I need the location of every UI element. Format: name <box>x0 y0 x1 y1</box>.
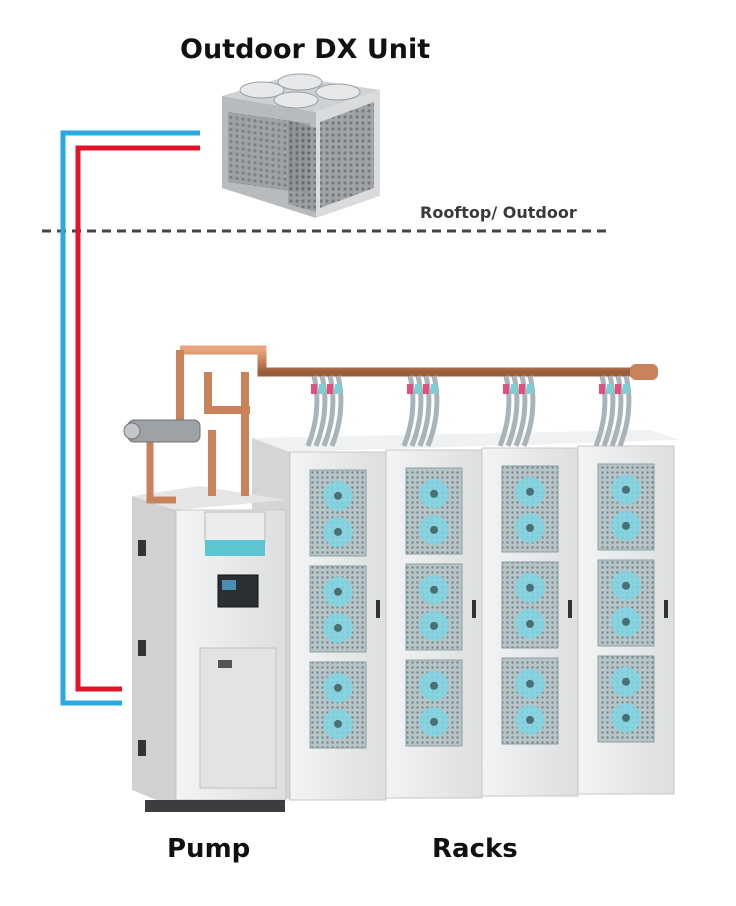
rack-handle <box>472 600 476 618</box>
fan-hub-icon <box>334 623 342 632</box>
hose-connector <box>327 384 333 394</box>
outdoor-dx-unit <box>222 73 380 218</box>
hose-connector <box>311 384 317 394</box>
hose-connector <box>615 384 621 394</box>
coolant-hose <box>401 375 416 447</box>
fan-hub-icon <box>526 523 534 532</box>
rooftop-zone-label: Rooftop/ Outdoor <box>420 203 577 222</box>
fan-hub-icon <box>430 717 438 726</box>
fan-hub-icon <box>622 485 630 494</box>
hose-connector <box>527 384 533 394</box>
fan-hub-icon <box>430 525 438 534</box>
coolant-hose <box>601 375 616 447</box>
rack-handle <box>568 600 572 618</box>
coolant-hose <box>425 375 440 447</box>
fan-hub-icon <box>622 617 630 626</box>
hose-connector <box>423 384 429 394</box>
fan-hub-icon <box>334 719 342 728</box>
coolant-hose <box>417 375 432 447</box>
fan-hub-icon <box>526 679 534 688</box>
fan-hub-icon <box>430 489 438 498</box>
hose-connector <box>335 384 341 394</box>
fan-hub-icon <box>526 715 534 724</box>
fan-hub-icon <box>622 713 630 722</box>
hose-connector <box>607 384 613 394</box>
coolant-hose <box>497 375 512 447</box>
coolant-hose <box>593 375 608 447</box>
outdoor-unit-label: Outdoor DX Unit <box>180 34 431 65</box>
coolant-hose <box>521 375 536 447</box>
hose-connector <box>431 384 437 394</box>
coolant-hose <box>609 375 624 447</box>
hose-connector <box>623 384 629 394</box>
coolant-hose <box>409 375 424 447</box>
rack-handle <box>376 600 380 618</box>
pump-label: Pump <box>167 834 251 864</box>
fan-hub-icon <box>622 521 630 530</box>
fan-hub-icon <box>430 585 438 594</box>
fan-hub-icon <box>526 487 534 496</box>
hose-connector <box>503 384 509 394</box>
coolant-hose <box>617 375 632 447</box>
hose-connector <box>415 384 421 394</box>
coolant-hose <box>329 375 344 447</box>
racks-label: Racks <box>432 834 518 864</box>
coolant-hose <box>505 375 520 447</box>
rack-handle <box>664 600 668 618</box>
coolant-hose <box>513 375 528 447</box>
copper-piping <box>123 345 658 504</box>
fan-hub-icon <box>526 583 534 592</box>
hose-connector <box>319 384 325 394</box>
coolant-hose <box>313 375 328 447</box>
fan-hub-icon <box>430 681 438 690</box>
hose-connector <box>519 384 525 394</box>
hose-connector <box>407 384 413 394</box>
fan-hub-icon <box>334 527 342 536</box>
fan-hub-icon <box>622 581 630 590</box>
hose-connector <box>511 384 517 394</box>
coolant-hose <box>305 375 320 447</box>
fan-hub-icon <box>334 683 342 692</box>
coolant-hose <box>321 375 336 447</box>
hose-connector <box>599 384 605 394</box>
fan-hub-icon <box>334 587 342 596</box>
fan-hub-icon <box>526 619 534 628</box>
supply-refrigerant-line <box>75 145 200 692</box>
fan-hub-icon <box>622 677 630 686</box>
fan-hub-icon <box>334 491 342 500</box>
return-refrigerant-line <box>60 130 200 706</box>
fan-hub-icon <box>430 621 438 630</box>
pump-unit <box>132 486 287 812</box>
